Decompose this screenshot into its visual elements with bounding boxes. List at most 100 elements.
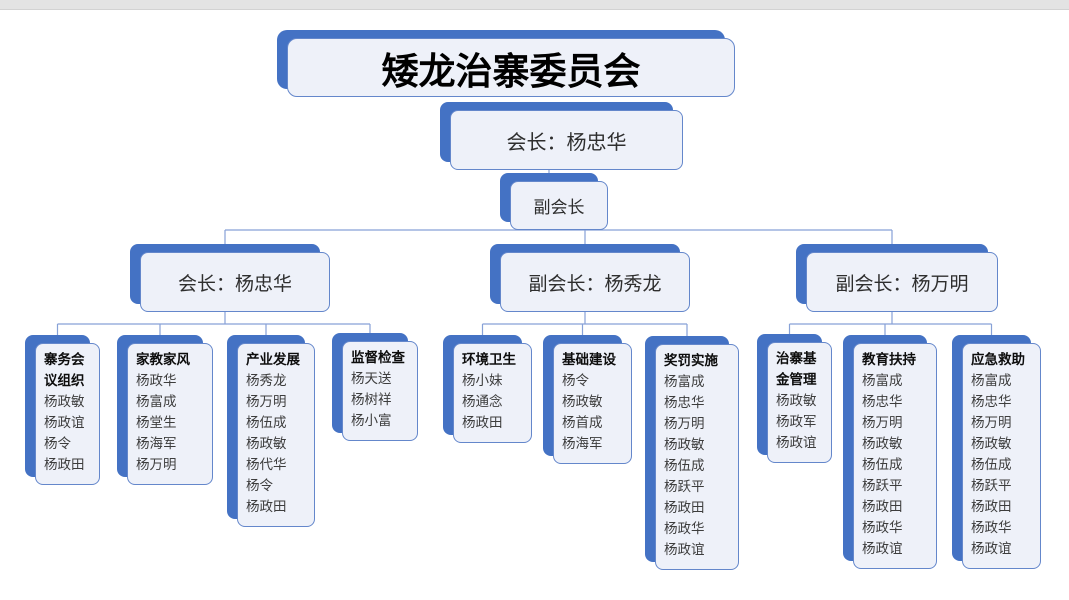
department-title: 环境卫生 (462, 352, 516, 367)
member-name: 杨政田 (44, 457, 85, 472)
department-node: 教育扶持 杨富成杨忠华杨万明杨政敏杨伍成杨跃平杨政田杨政华杨政谊 (843, 335, 937, 569)
member-name: 杨政华 (862, 520, 903, 535)
member-name: 杨政谊 (971, 541, 1012, 556)
department-node: 寨务会议组织 杨政敏杨政谊杨令杨政田 (25, 335, 100, 485)
member-name: 杨小富 (351, 413, 392, 428)
chairman-label: 会长：杨忠华 (450, 110, 683, 170)
department-title: 寨务会议组织 (44, 352, 85, 388)
member-name: 杨树祥 (351, 392, 392, 407)
member-name: 杨政军 (776, 414, 817, 429)
member-name: 杨忠华 (862, 394, 903, 409)
member-name: 杨政华 (971, 520, 1012, 535)
member-name: 杨政田 (862, 499, 903, 514)
member-name: 杨代华 (246, 457, 287, 472)
member-name: 杨政华 (136, 373, 177, 388)
department-title: 治寨基金管理 (776, 351, 817, 387)
member-name: 杨万明 (246, 394, 287, 409)
member-list: 杨令杨政敏杨首成杨海军 (562, 370, 625, 454)
committee-title-node: 矮龙治寨委员会 (277, 30, 735, 97)
member-name: 杨通念 (462, 394, 503, 409)
member-name: 杨跃平 (971, 478, 1012, 493)
department-title: 基础建设 (562, 352, 616, 367)
member-name: 杨政田 (462, 415, 503, 430)
member-name: 杨万明 (971, 415, 1012, 430)
department-node: 监督检查 杨天送杨树祥杨小富 (332, 333, 418, 441)
member-name: 杨富成 (862, 373, 903, 388)
member-list: 杨政敏杨政军杨政谊 (776, 390, 825, 453)
member-name: 杨政谊 (776, 435, 817, 450)
vice-chairman-node: 副会长 (500, 173, 608, 230)
member-name: 杨令 (562, 373, 589, 388)
member-name: 杨海军 (562, 436, 603, 451)
member-name: 杨富成 (664, 374, 705, 389)
member-list: 杨政华杨富成杨堂生杨海军杨万明 (136, 370, 206, 475)
connector-branch-1-bus (56, 312, 371, 338)
member-name: 杨政敏 (776, 393, 817, 408)
member-list: 杨天送杨树祥杨小富 (351, 368, 411, 431)
connector-top-bus (224, 229, 893, 246)
member-name: 杨令 (246, 478, 273, 493)
member-name: 杨政谊 (664, 542, 705, 557)
member-name: 杨政敏 (664, 437, 705, 452)
branch-head-node-3: 副会长：杨万明 (796, 244, 998, 312)
member-name: 杨伍成 (246, 415, 287, 430)
department-node: 家教家风 杨政华杨富成杨堂生杨海军杨万明 (117, 335, 213, 485)
department-node: 基础建设 杨令杨政敏杨首成杨海军 (543, 335, 632, 464)
member-name: 杨富成 (136, 394, 177, 409)
member-name: 杨政谊 (44, 415, 85, 430)
member-name: 杨政敏 (562, 394, 603, 409)
member-name: 杨政敏 (246, 436, 287, 451)
member-name: 杨万明 (136, 457, 177, 472)
member-name: 杨万明 (664, 416, 705, 431)
department-title: 奖罚实施 (664, 353, 718, 368)
department-title: 家教家风 (136, 352, 190, 367)
member-name: 杨政华 (664, 521, 705, 536)
branch-head-label: 副会长：杨秀龙 (500, 252, 690, 312)
member-name: 杨政田 (664, 500, 705, 515)
member-name: 杨伍成 (862, 457, 903, 472)
member-name: 杨政田 (971, 499, 1012, 514)
department-node: 治寨基金管理 杨政敏杨政军杨政谊 (757, 334, 832, 463)
department-node: 环境卫生 杨小妹杨通念杨政田 (443, 335, 532, 443)
member-name: 杨首成 (562, 415, 603, 430)
member-name: 杨政谊 (862, 541, 903, 556)
member-list: 杨富成杨忠华杨万明杨政敏杨伍成杨跃平杨政田杨政华杨政谊 (664, 371, 732, 560)
member-name: 杨秀龙 (246, 373, 287, 388)
member-list: 杨富成杨忠华杨万明杨政敏杨伍成杨跃平杨政田杨政华杨政谊 (971, 370, 1034, 559)
department-node: 产业发展 杨秀龙杨万明杨伍成杨政敏杨代华杨令杨政田 (227, 335, 315, 527)
member-name: 杨跃平 (664, 479, 705, 494)
branch-head-node-1: 会长：杨忠华 (130, 244, 330, 312)
member-name: 杨海军 (136, 436, 177, 451)
chairman-node: 会长：杨忠华 (440, 102, 683, 170)
member-name: 杨政敏 (44, 394, 85, 409)
vice-chairman-label: 副会长 (510, 181, 608, 230)
member-name: 杨小妹 (462, 373, 503, 388)
branch-head-node-2: 副会长：杨秀龙 (490, 244, 690, 312)
member-name: 杨天送 (351, 371, 392, 386)
member-name: 杨忠华 (971, 394, 1012, 409)
top-border-strip (0, 0, 1069, 10)
branch-head-label: 会长：杨忠华 (140, 252, 330, 312)
member-name: 杨政田 (246, 499, 287, 514)
member-name: 杨跃平 (862, 478, 903, 493)
member-name: 杨伍成 (971, 457, 1012, 472)
committee-title: 矮龙治寨委员会 (287, 38, 735, 97)
member-list: 杨小妹杨通念杨政田 (462, 370, 525, 433)
connector-branch-2-bus (481, 312, 688, 338)
member-name: 杨富成 (971, 373, 1012, 388)
member-list: 杨政敏杨政谊杨令杨政田 (44, 391, 93, 475)
member-name: 杨堂生 (136, 415, 177, 430)
department-title: 监督检查 (351, 350, 405, 365)
member-name: 杨忠华 (664, 395, 705, 410)
member-name: 杨令 (44, 436, 71, 451)
member-list: 杨秀龙杨万明杨伍成杨政敏杨代华杨令杨政田 (246, 370, 308, 517)
department-title: 教育扶持 (862, 352, 916, 367)
member-name: 杨政敏 (862, 436, 903, 451)
connector-branch-3-bus (788, 312, 993, 338)
department-node: 奖罚实施 杨富成杨忠华杨万明杨政敏杨伍成杨跃平杨政田杨政华杨政谊 (645, 336, 739, 570)
member-name: 杨伍成 (664, 458, 705, 473)
department-node: 应急救助 杨富成杨忠华杨万明杨政敏杨伍成杨跃平杨政田杨政华杨政谊 (952, 335, 1041, 569)
department-title: 产业发展 (246, 352, 300, 367)
